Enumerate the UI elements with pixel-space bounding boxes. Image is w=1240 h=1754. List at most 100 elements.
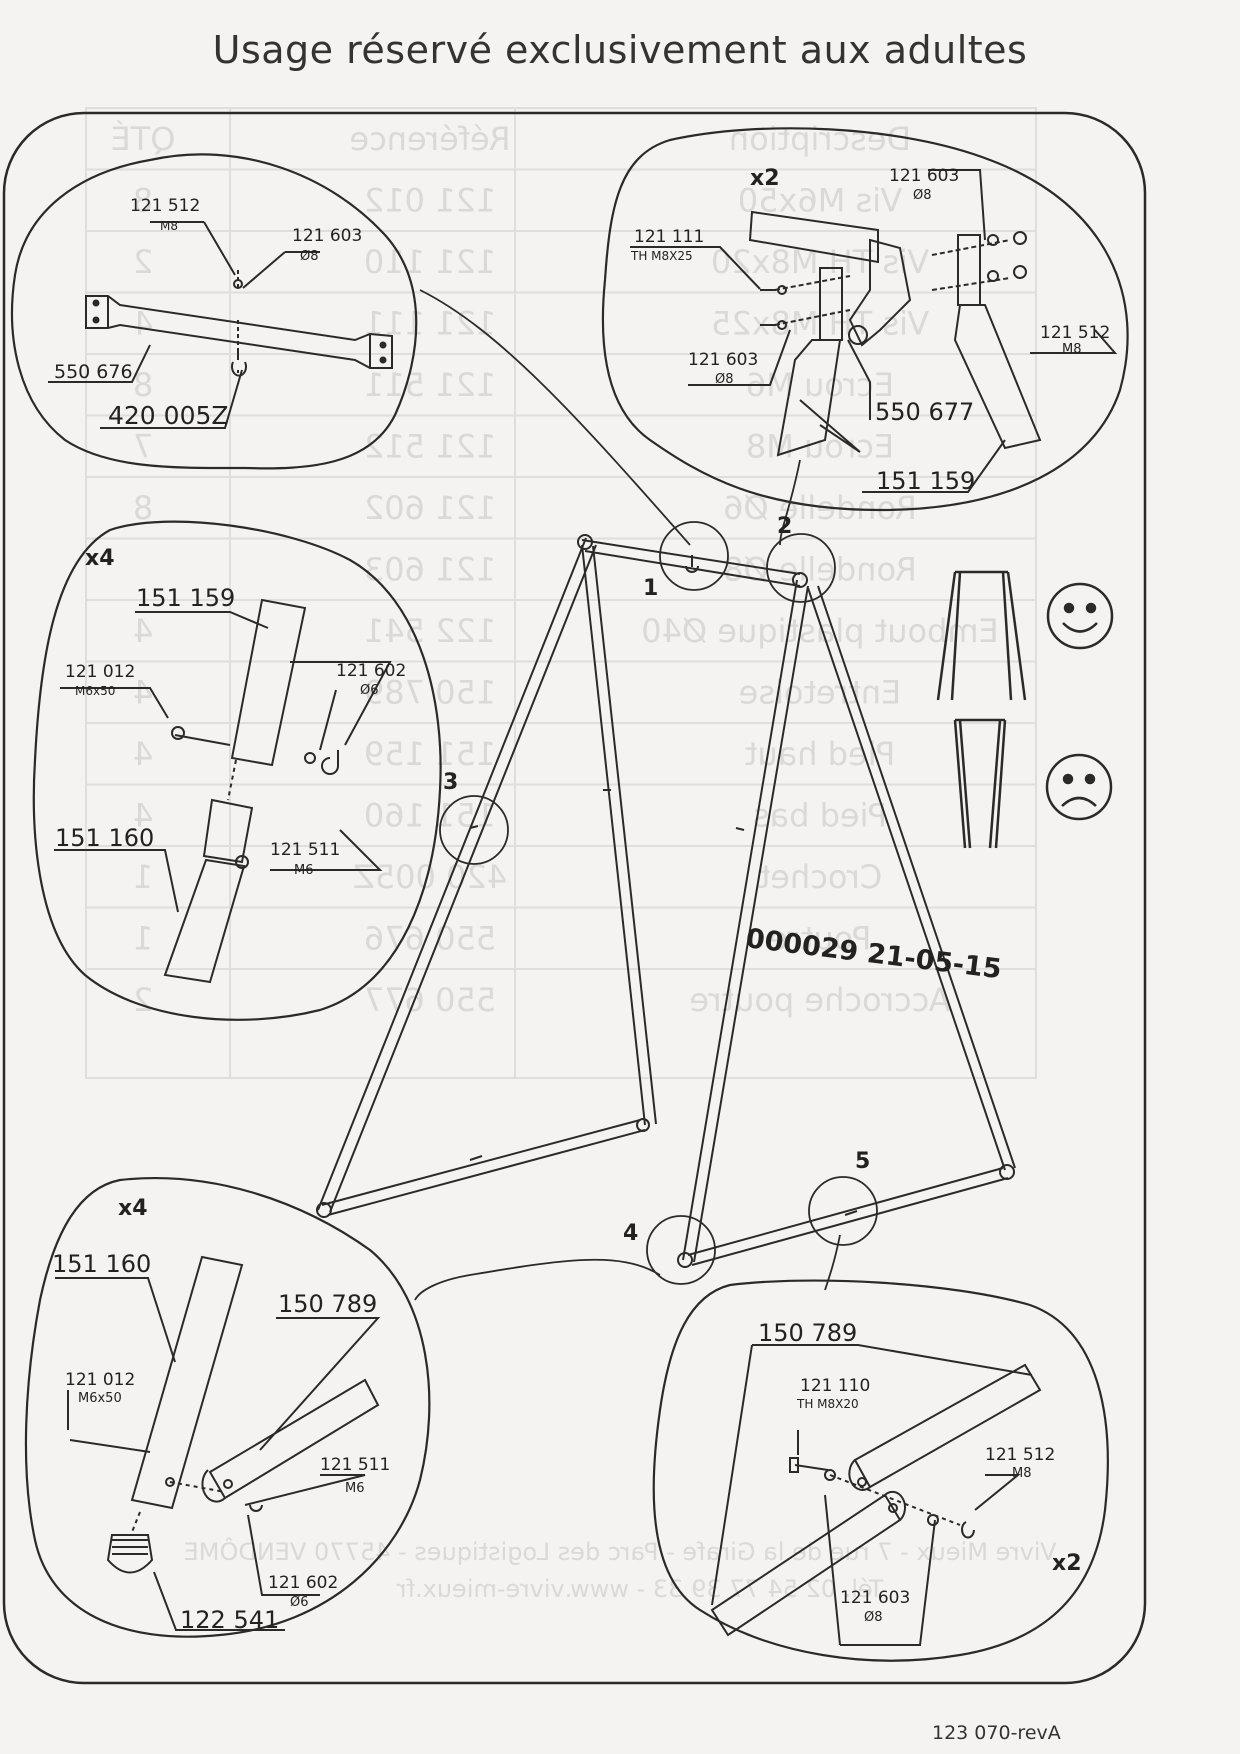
bleed-through-cell: 151 160 — [364, 797, 496, 835]
bleed-through-cell: 121 111 — [364, 305, 496, 343]
detail-4-foot-brace: x4 151 160 150 789 121 012 M6x50 121 511… — [52, 1196, 390, 1634]
bleed-through-cell: 122 541 — [364, 612, 496, 650]
stance-guide — [936, 570, 1114, 849]
label-washer-ref: 121 603 — [840, 1588, 910, 1608]
callout-circle-4 — [646, 1215, 716, 1285]
label-screw-ref: 121 012 — [65, 662, 135, 682]
label-bolt-ref: 121 110 — [800, 1376, 870, 1396]
leg-part — [130, 1255, 244, 1510]
bleed-through-cell: 4 — [133, 612, 153, 650]
smiley-sad-icon — [1045, 753, 1113, 821]
leg-part-right — [953, 304, 1042, 450]
label-washer-left-size: Ø8 — [715, 372, 734, 387]
label-nut-ref: 121 512 — [985, 1445, 1055, 1465]
detail-5-brace-joint: x2 150 789 121 110 TH M8X20 121 512 M8 1… — [710, 1319, 1082, 1646]
label-washer-top-size: Ø8 — [913, 188, 932, 203]
label-washer-size: Ø6 — [360, 683, 379, 698]
bleed-through-cell: 121 602 — [364, 489, 496, 527]
label-nut-size: M8 — [1012, 1466, 1032, 1481]
bleed-through-cell: Rondelle Ø6 — [723, 489, 917, 527]
wrong-stance-frame — [953, 718, 1007, 849]
bleed-through-cell: Entretoise — [739, 674, 902, 712]
bleed-through-cell: 2 — [133, 981, 153, 1019]
date-stamp: 000029 21-05-15 — [744, 923, 1003, 985]
callout-number-3: 3 — [443, 770, 458, 795]
hook-part — [231, 350, 247, 377]
bleed-through-cell: 8 — [133, 489, 153, 527]
callout-circle-1 — [659, 521, 729, 591]
leg-part-left — [776, 339, 842, 457]
bleed-through-cell: 4 — [133, 305, 153, 343]
bleed-through-footer-address: Vivre Mieux - 7 rue de la Girafe - Parc … — [184, 1536, 1057, 1566]
callout-circle-5 — [808, 1176, 878, 1246]
label-screw-size: M6x50 — [78, 1391, 122, 1406]
bleed-through-cell: 2 — [133, 243, 153, 281]
bleed-through-cell: Pied bas — [753, 797, 887, 835]
bleed-through-cell: 8 — [133, 182, 153, 220]
label-brace-ref: 150 789 — [278, 1290, 377, 1318]
label-bolt-size: TH M8X25 — [630, 249, 693, 263]
bleed-through-cell: Ecrou M8 — [746, 428, 894, 466]
bracket-part — [848, 238, 912, 347]
label-washer-left-ref: 121 603 — [688, 350, 758, 370]
label-nut-ref: 121 511 — [270, 840, 340, 860]
label-screw-ref: 121 012 — [65, 1370, 135, 1390]
detail-2-multiplier: x2 — [750, 166, 780, 191]
bleed-through-cell: 1 — [133, 858, 153, 896]
a-frame-swing — [316, 534, 1016, 1268]
callout-number-2: 2 — [777, 514, 792, 539]
label-washer-size: Ø8 — [864, 1610, 883, 1625]
bleed-through-cell: 4 — [133, 674, 153, 712]
label-nut-size: M6 — [345, 1481, 365, 1496]
bleed-through-header-cell: Référence — [349, 120, 510, 158]
label-screw-size: M6x50 — [75, 684, 115, 698]
label-beam-ref: 550 676 — [54, 361, 133, 383]
page-title: Usage réservé exclusivement aux adultes — [212, 28, 1028, 72]
bleed-through-cell: 4 — [133, 735, 153, 773]
label-nut-ref: 121 512 — [1040, 323, 1110, 343]
bleed-through-cell: 121 012 — [364, 182, 496, 220]
smiley-happy-icon — [1046, 582, 1114, 650]
callout-number-1: 1 — [643, 576, 658, 601]
lower-leg-part — [163, 798, 254, 984]
label-hook-ref: 420 005Z — [108, 401, 229, 430]
brace-part — [208, 1378, 380, 1500]
label-washer-ref: 121 602 — [336, 661, 406, 681]
label-nut-size: M8 — [160, 219, 178, 233]
label-leg-ref: 151 160 — [52, 1250, 151, 1278]
detail-1-beam-hook: 121 512 M8 121 603 Ø8 550 676 420 005Z — [48, 196, 393, 430]
detail-2-beam-bracket: x2 121 603 Ø8 121 111 TH M8X25 121 512 M… — [630, 166, 1118, 495]
label-lower-leg-ref: 151 160 — [55, 824, 154, 852]
label-bracket-ref: 550 677 — [875, 398, 974, 426]
detail-4-multiplier: x4 — [118, 1196, 148, 1221]
detail-1-bubble — [10, 153, 418, 470]
label-brace-ref: 150 789 — [758, 1319, 857, 1347]
bleed-through-footer-contact: Tél. 02 54 77 39 33 - www.vivre-mieux.fr — [397, 1575, 885, 1603]
label-upper-leg-ref: 151 159 — [136, 584, 235, 612]
upper-leg-part — [230, 598, 307, 767]
label-washer-ref: 121 602 — [268, 1573, 338, 1593]
bleed-through-cell: 121 512 — [364, 428, 496, 466]
label-bolt-ref: 121 111 — [634, 227, 704, 247]
label-cap-ref: 122 541 — [180, 1606, 279, 1634]
bleed-through-cell: Accroche poutre — [689, 981, 950, 1019]
bleed-through-cell: 121 511 — [364, 366, 496, 404]
bleed-through-cell: Poutre — [769, 920, 872, 958]
label-washer-ref: 121 603 — [292, 226, 362, 246]
bleed-through-cell: 151 159 — [364, 735, 496, 773]
label-nut-ref: 121 512 — [130, 196, 200, 216]
bleed-through-cell: 8 — [133, 366, 153, 404]
bleed-through-cell: Rondelle Ø8 — [723, 551, 917, 589]
label-washer-top-ref: 121 603 — [889, 166, 959, 186]
correct-stance-frame — [936, 570, 1027, 701]
label-bolt-size: TH M8X20 — [796, 1397, 859, 1411]
callout-number-5: 5 — [855, 1149, 870, 1174]
detail-2-bubble — [601, 127, 1129, 512]
bleed-through-cell: 550 677 — [364, 981, 496, 1019]
bleed-through-cell: 121 603 — [364, 551, 496, 589]
detail-3-multiplier: x4 — [85, 546, 115, 571]
bleed-through-cell: Embout plastique Ø40 — [641, 612, 999, 650]
detail-5-bubble — [652, 1279, 1109, 1662]
